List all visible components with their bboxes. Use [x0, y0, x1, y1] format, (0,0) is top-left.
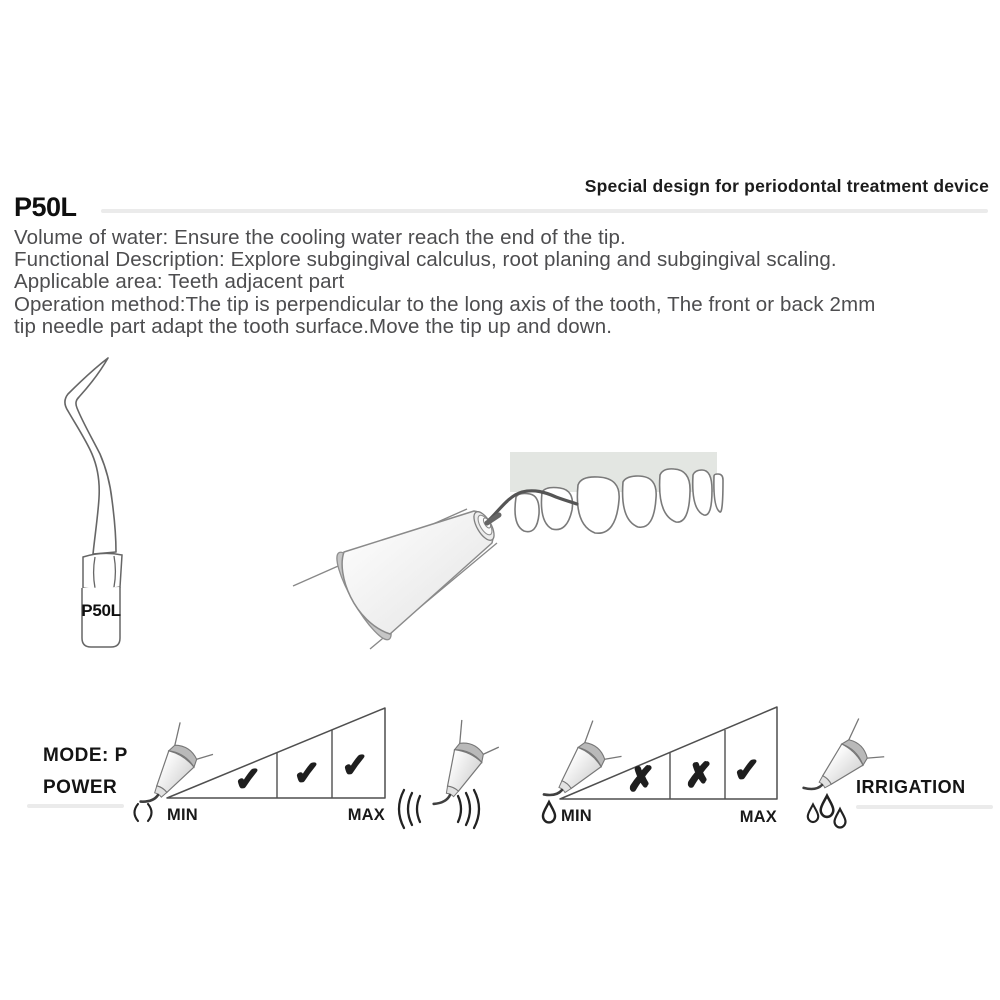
description-block: Volume of water: Ensure the cooling wate…: [14, 226, 876, 338]
vibration-low-icon: [133, 802, 153, 823]
water-drops-icon: [806, 794, 847, 829]
tip-needle-outline: [64, 357, 117, 555]
tooth: [576, 476, 620, 534]
handpiece-cone: [341, 510, 494, 635]
model-heading: P50L: [14, 192, 77, 222]
vibration-high-icon: [397, 788, 481, 830]
irrigation-underline: [856, 805, 993, 809]
tip-hex-facet: [92, 556, 96, 589]
tooth: [514, 492, 540, 533]
irrigation-segment-mark-1: ✗: [627, 760, 656, 798]
irrigation-max-label: MAX: [740, 808, 777, 826]
power-max-label: MAX: [348, 806, 385, 824]
power-gauge: MIN MAX: [130, 707, 504, 830]
power-segment-mark-2: ✓: [293, 754, 322, 792]
irrigation-triangle-divider: [669, 730, 726, 799]
description-line-area: Applicable area: Teeth adjacent part: [14, 270, 345, 294]
scaler-tip-drawing: [64, 357, 123, 648]
tooth: [658, 468, 691, 523]
description-line-function: Functional Description: Explore subgingi…: [14, 248, 837, 272]
description-line-volume: Volume of water: Ensure the cooling wate…: [14, 226, 626, 249]
power-triangle-divider: [276, 730, 333, 798]
irrigation-segment-mark-2: ✗: [685, 756, 714, 794]
power-min-label: MIN: [167, 806, 198, 824]
irrigation-label: IRRIGATION: [856, 777, 966, 797]
water-drop-icon: [541, 800, 557, 824]
tip-model-label: P50L: [81, 601, 121, 620]
page-tagline: Special design for periodontal treatment…: [584, 176, 989, 196]
tooth: [691, 469, 713, 516]
irrigation-min-label: MIN: [561, 807, 592, 825]
tip-hex-facet: [113, 555, 117, 588]
power-label: POWER: [43, 777, 118, 798]
irrigation-segment-mark-3: ✓: [733, 751, 762, 789]
power-segment-mark-1: ✓: [234, 760, 263, 798]
tooth: [540, 486, 574, 531]
usage-illustration: [292, 452, 724, 650]
mode-label: MODE: P: [43, 745, 128, 766]
scaler-tip-base: [484, 512, 502, 526]
power-triangle: [166, 707, 386, 799]
gauge-graphics: MIN MAX MIN MAX: [130, 706, 892, 830]
teeth-row: [514, 468, 724, 534]
tooth: [713, 473, 724, 513]
tooth: [621, 475, 657, 529]
irrigation-gauge: MIN MAX: [534, 706, 892, 829]
handpiece-icon-irrigation-max: [795, 717, 892, 814]
scaler-tip-on-handpiece: [487, 489, 579, 522]
tip-base-cylinder: [81, 587, 121, 648]
header-divider: [101, 209, 988, 213]
power-underline: [27, 804, 124, 808]
handpiece-icon-power-max: [423, 718, 504, 821]
irrigation-triangle: [559, 706, 778, 800]
tip-hex-nut: [82, 552, 123, 591]
description-line-operation: Operation method:The tip is perpendicula…: [14, 292, 876, 316]
description-line-operation2: tip needle part adapt the tooth surface.…: [14, 314, 612, 338]
power-segment-mark-3: ✓: [341, 746, 370, 784]
